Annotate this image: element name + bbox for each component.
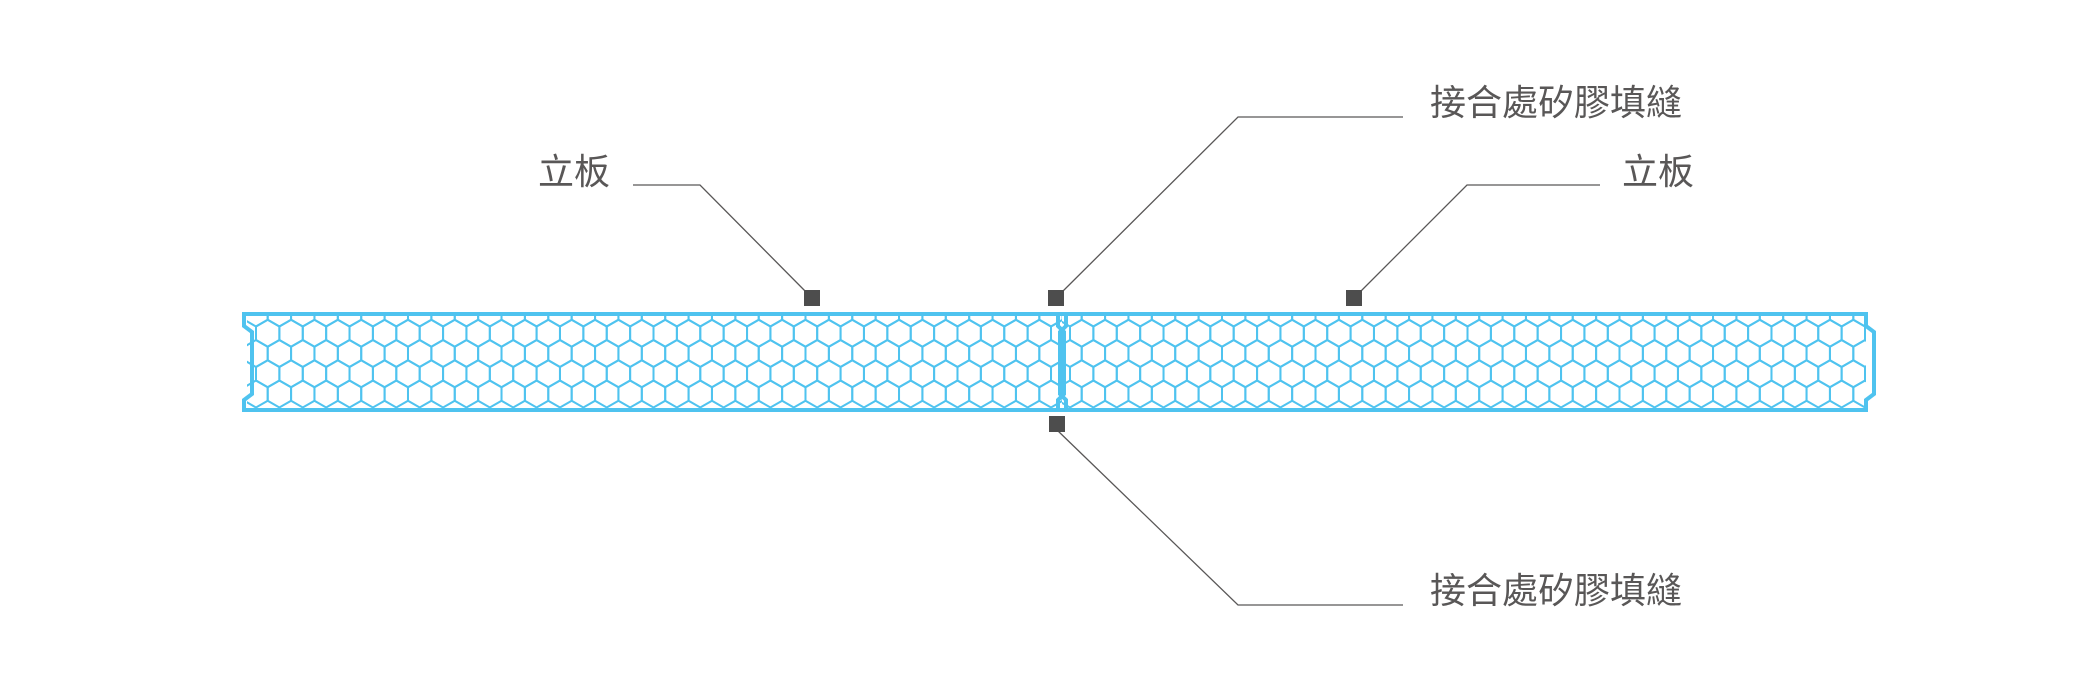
callout-joint-top: 接合處矽膠填縫 bbox=[1048, 83, 1682, 306]
right-panel bbox=[1056, 300, 1900, 412]
label-joint-bottom: 接合處矽膠填縫 bbox=[1430, 571, 1682, 612]
left-honeycomb-cell bbox=[1050, 318, 1062, 348]
right-honeycomb-cell bbox=[1384, 379, 1411, 409]
left-honeycomb-cell bbox=[336, 379, 363, 409]
right-honeycomb-cell bbox=[1337, 379, 1364, 409]
callout-left-panel: 立板 bbox=[538, 152, 820, 306]
left-honeycomb-cell bbox=[944, 379, 971, 409]
left-honeycomb-cell bbox=[921, 379, 947, 409]
left-honeycomb-cell bbox=[804, 379, 830, 409]
left-honeycomb-cell bbox=[851, 379, 877, 409]
right-honeycomb-cell bbox=[1244, 379, 1270, 409]
right-honeycomb-cell bbox=[1127, 379, 1153, 409]
left-panel-honeycomb-core bbox=[247, 314, 1062, 409]
right-honeycomb-cell bbox=[1524, 379, 1551, 409]
label-left-panel: 立板 bbox=[538, 152, 610, 193]
right-honeycomb-cell bbox=[1782, 379, 1808, 409]
right-honeycomb-cell bbox=[1688, 379, 1715, 409]
left-honeycomb-cell bbox=[968, 379, 994, 409]
callout-right-panel: 立板 bbox=[1346, 152, 1694, 306]
right-honeycomb-cell bbox=[1080, 379, 1107, 409]
right-honeycomb-cell bbox=[1478, 379, 1504, 409]
left-honeycomb-cell bbox=[500, 379, 526, 409]
leader-line-joint-top bbox=[1057, 116, 1403, 297]
right-honeycomb-cell bbox=[1877, 340, 1900, 367]
right-honeycomb-cell bbox=[1641, 379, 1668, 409]
right-honeycomb-cell bbox=[1712, 379, 1738, 409]
right-honeycomb-cell bbox=[1864, 365, 1866, 383]
right-honeycomb-cell bbox=[1805, 379, 1831, 409]
left-honeycomb-cell bbox=[453, 379, 480, 409]
left-honeycomb-cell bbox=[570, 379, 597, 409]
right-honeycomb-cell bbox=[1618, 379, 1644, 409]
right-honeycomb-cell bbox=[1431, 379, 1457, 409]
marker-joint-bottom bbox=[1049, 416, 1065, 432]
right-honeycomb-cell bbox=[1864, 324, 1866, 342]
label-joint-top: 接合處矽膠填縫 bbox=[1430, 83, 1682, 124]
leader-line-right-panel bbox=[1355, 184, 1600, 297]
left-honeycomb-cell bbox=[757, 379, 784, 409]
right-honeycomb-cell bbox=[1220, 379, 1247, 409]
left-honeycomb-cell bbox=[290, 379, 316, 409]
left-honeycomb-cell bbox=[827, 379, 854, 409]
right-honeycomb-cell bbox=[1150, 379, 1177, 409]
left-honeycomb-cell bbox=[523, 379, 550, 409]
right-honeycomb-cell bbox=[1501, 379, 1527, 409]
marker-left-panel bbox=[804, 290, 820, 306]
left-honeycomb-cell bbox=[266, 379, 293, 409]
left-honeycomb-cell bbox=[430, 379, 456, 409]
left-honeycomb-cell bbox=[617, 379, 643, 409]
left-panel bbox=[242, 312, 1068, 412]
right-honeycomb-cell bbox=[1735, 379, 1761, 409]
leader-line-joint-bottom bbox=[1056, 429, 1403, 606]
left-honeycomb-cell bbox=[594, 379, 620, 409]
left-honeycomb-cell bbox=[1050, 359, 1062, 389]
left-honeycomb-cell bbox=[898, 379, 924, 409]
label-right-panel: 立板 bbox=[1622, 152, 1694, 193]
right-honeycomb-cell bbox=[1454, 379, 1481, 409]
right-honeycomb-cell bbox=[1291, 379, 1317, 409]
left-honeycomb-cell bbox=[360, 379, 386, 409]
right-honeycomb-cell bbox=[1877, 381, 1900, 408]
right-honeycomb-cell bbox=[1104, 379, 1130, 409]
left-honeycomb-cell bbox=[734, 379, 760, 409]
left-honeycomb-cell bbox=[640, 379, 667, 409]
right-honeycomb-cell bbox=[1571, 379, 1598, 409]
left-honeycomb-cell bbox=[406, 379, 433, 409]
right-panel-honeycomb-core bbox=[1062, 300, 1900, 409]
right-honeycomb-cell bbox=[1595, 379, 1621, 409]
right-honeycomb-cell bbox=[1758, 379, 1785, 409]
right-honeycomb-cell bbox=[1828, 379, 1855, 409]
right-honeycomb-cell bbox=[1548, 379, 1574, 409]
left-honeycomb-cell bbox=[781, 379, 807, 409]
left-honeycomb-cell bbox=[991, 379, 1017, 409]
right-panel-outline bbox=[1056, 312, 1876, 412]
right-honeycomb-cell bbox=[1877, 300, 1900, 327]
left-honeycomb-cell bbox=[383, 379, 409, 409]
left-honeycomb-cell bbox=[1014, 379, 1041, 409]
left-honeycomb-cell bbox=[1038, 379, 1062, 409]
left-honeycomb-cell bbox=[874, 379, 901, 409]
left-honeycomb-cell bbox=[710, 379, 737, 409]
left-honeycomb-cell bbox=[664, 379, 690, 409]
right-honeycomb-cell bbox=[1267, 379, 1294, 409]
right-honeycomb-cell bbox=[1197, 379, 1223, 409]
left-honeycomb-cell bbox=[687, 379, 713, 409]
marker-right-panel bbox=[1346, 290, 1362, 306]
left-honeycomb-cell bbox=[313, 379, 339, 409]
left-honeycomb-cell bbox=[477, 379, 503, 409]
right-honeycomb-cell bbox=[1408, 379, 1434, 409]
right-honeycomb-cell bbox=[1361, 379, 1387, 409]
callout-joint-bottom: 接合處矽膠填縫 bbox=[1049, 416, 1682, 612]
right-honeycomb-cell bbox=[1314, 379, 1340, 409]
right-honeycomb-cell bbox=[1174, 379, 1200, 409]
leader-line-left-panel bbox=[633, 184, 811, 297]
left-honeycomb-cell bbox=[547, 379, 573, 409]
marker-joint-top bbox=[1048, 290, 1064, 306]
left-honeycomb-cell bbox=[247, 379, 269, 409]
right-honeycomb-cell bbox=[1665, 379, 1691, 409]
